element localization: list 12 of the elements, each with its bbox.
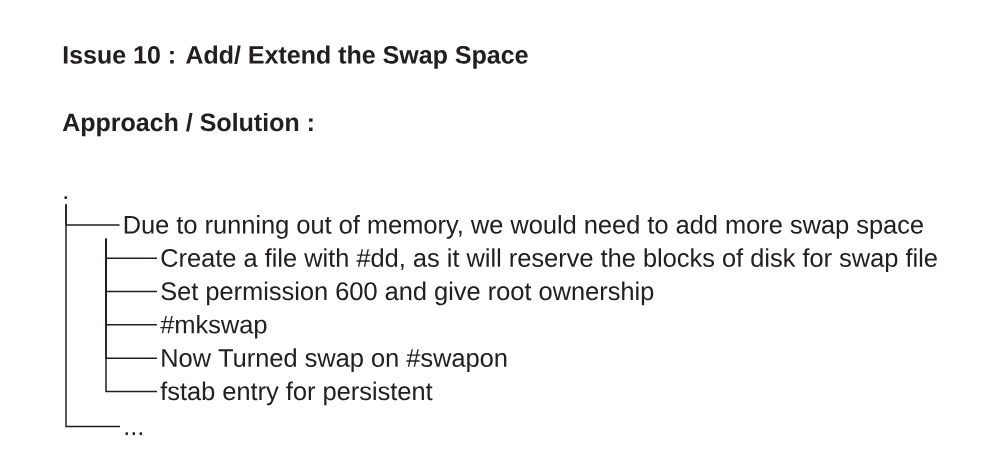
tree-connector — [65, 203, 121, 428]
tree-item-text: fstab entry for persistent — [160, 381, 433, 406]
tree-item-text: #mkswap — [160, 314, 267, 339]
tree-item-text: Create a file with #dd, as it will reserve the blocks of disk for swap file — [161, 248, 937, 272]
title: Issue 10 : Add/ Extend the Swap Space — [63, 45, 528, 69]
tree-connector — [105, 237, 158, 393]
root-dot: . — [64, 196, 67, 199]
tree-item-text: Now Turned swap on #swapon — [162, 348, 507, 372]
tree-item-text: Due to running out of memory, we would need to add more swap space — [124, 215, 923, 239]
tree-item-text: Set permission 600 and give root ownership — [161, 281, 654, 306]
ellipsis: ... — [125, 432, 143, 435]
section-heading: Approach / Solution : — [62, 112, 313, 137]
